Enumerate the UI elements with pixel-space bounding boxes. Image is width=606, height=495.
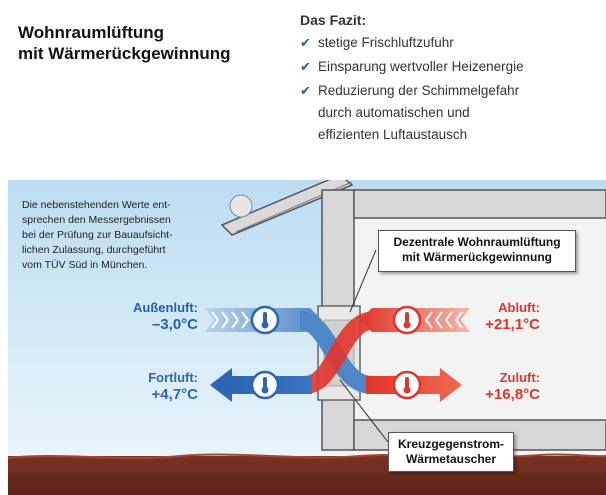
unit-callout-line-2: mit Wärmerückgewinnung [401, 250, 553, 264]
thermometer-icon [250, 305, 280, 335]
thermometer-icon [250, 370, 280, 400]
thermometer-icon [392, 305, 422, 335]
fortluft-name: Fortluft: [148, 370, 198, 385]
abluft-value: +21,1°C [485, 316, 540, 333]
abluft-label: Abluft: +21,1°C [468, 300, 540, 334]
conclusion-list: ✔ stetige Frischluftzufuhr ✔ Einsparung … [300, 32, 600, 146]
exchanger-callout-line [339, 379, 389, 443]
page-title: Wohnraumlüftung mit Wärmerückgewinnung [18, 22, 231, 64]
abluft-name: Abluft: [498, 300, 540, 315]
exchanger-callout-line-1: Kreuzgegenstrom- [397, 437, 504, 451]
exchanger-callout-line-2: Wärmetauscher [405, 452, 497, 466]
note-line: Die nebenstehenden Werte ent- [22, 199, 171, 211]
conclusion-box: Das Fazit: ✔ stetige Frischluftzufuhr ✔ … [300, 10, 600, 148]
heat-exchanger-callout: Kreuzgegenstrom- Wärmetauscher [388, 432, 514, 472]
conclusion-heading: Das Fazit: [300, 12, 367, 28]
conclusion-item: ✔ Einsparung wertvoller Heizenergie [300, 56, 600, 78]
note-line: lichen Zulassung, durchgeführt [22, 244, 166, 256]
check-icon: ✔ [300, 83, 311, 98]
zuluft-label: Zuluft: +16,8°C [468, 370, 540, 404]
fortluft-label: Fortluft: +4,7°C [100, 370, 198, 404]
fortluft-value: +4,7°C [151, 386, 198, 403]
conclusion-item: ✔ Reduzierung der Schimmelgefahr durch a… [300, 80, 600, 146]
gutter [229, 194, 253, 218]
unit-callout-line [349, 249, 377, 313]
note-line: sprechen den Messergebnissen [22, 214, 171, 226]
thermometer-icon [392, 370, 422, 400]
conclusion-line: durch automatischen und [318, 105, 470, 120]
conclusion-line: stetige Frischluftzufuhr [318, 35, 454, 50]
note-line: bei der Prüfung zur Bauaufsicht- [22, 229, 173, 241]
aussenluft-label: Außenluft: –3,0°C [100, 300, 198, 334]
ceiling [353, 189, 606, 219]
check-icon: ✔ [300, 35, 311, 50]
ground-surface [7, 453, 606, 459]
zuluft-name: Zuluft: [499, 370, 540, 385]
note-line: vom TÜV Süd in München. [22, 259, 148, 271]
ground [8, 456, 606, 495]
conclusion-line: Einsparung wertvoller Heizenergie [318, 59, 524, 74]
conclusion-line: Reduzierung der Schimmelgefahr [318, 83, 520, 98]
title-line-2: mit Wärmerückgewinnung [18, 44, 231, 63]
conclusion-item: ✔ stetige Frischluftzufuhr [300, 32, 600, 54]
roof [220, 180, 354, 236]
unit-callout-line-1: Dezentrale Wohnraumlüftung [393, 235, 561, 249]
conclusion-line: effizienten Luftaustausch [318, 127, 468, 142]
zuluft-value: +16,8°C [485, 386, 540, 403]
aussenluft-value: –3,0°C [151, 316, 198, 333]
unit-callout: Dezentrale Wohnraumlüftung mit Wärmerück… [378, 230, 576, 272]
check-icon: ✔ [300, 59, 311, 74]
title-line-1: Wohnraumlüftung [18, 23, 165, 42]
aussenluft-name: Außenluft: [133, 300, 198, 315]
measurement-note: Die nebenstehenden Werte ent- sprechen d… [22, 198, 232, 273]
